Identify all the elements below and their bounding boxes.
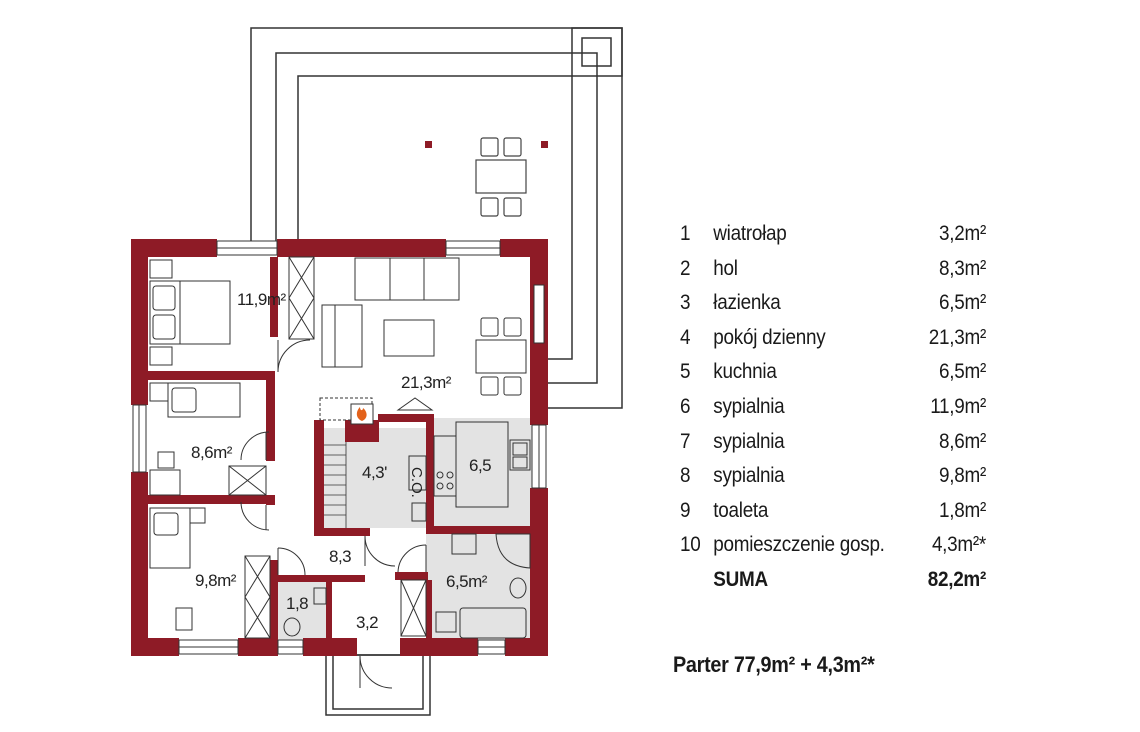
room-label-4: 21,3m² xyxy=(401,373,452,392)
legend-row: 2 hol 8,3m² xyxy=(680,257,1013,292)
room-label-8: 9,8m² xyxy=(195,571,237,590)
legend-name: kuchnia xyxy=(713,360,777,384)
legend-area: 6,5m² xyxy=(939,291,986,315)
legend-row: 10 pomieszczenie gosp. 4,3m²* xyxy=(680,533,1013,568)
legend-name: pokój dzienny xyxy=(713,325,826,349)
legend-area: 8,6m² xyxy=(939,429,986,453)
legend-name: hol xyxy=(713,256,738,280)
legend-row: 6 sypialnia 11,9m² xyxy=(680,395,1013,430)
terrace-post xyxy=(425,141,432,148)
legend-num: 1 xyxy=(680,222,691,245)
legend-row: 7 sypialnia 8,6m² xyxy=(680,430,1013,465)
legend-sum-row: SUMA 82,2m² xyxy=(680,568,1013,603)
legend-name: sypialnia xyxy=(713,394,785,418)
terrace xyxy=(250,27,623,409)
room-label-6: 11,9m² xyxy=(237,290,286,309)
legend-num: 4 xyxy=(680,325,691,349)
legend-row: 4 pokój dzienny 21,3m² xyxy=(680,326,1013,361)
interior-walls xyxy=(148,257,530,640)
terrace-post xyxy=(541,141,548,148)
legend-name: pomieszczenie gosp. xyxy=(713,533,885,557)
legend-name: wiatrołap xyxy=(713,222,787,245)
legend-area: 3,2m² xyxy=(939,222,986,245)
porch xyxy=(325,654,431,716)
legend-area: 21,3m² xyxy=(928,325,986,349)
legend-row: 1 wiatrołap 3,2m² xyxy=(680,222,1013,257)
legend-num: 9 xyxy=(680,498,691,522)
legend-num: 5 xyxy=(680,360,691,384)
legend-area: 6,5m² xyxy=(939,360,986,384)
windows xyxy=(132,240,547,655)
legend-num: 2 xyxy=(680,256,691,280)
furniture xyxy=(149,257,531,639)
legend-num: 8 xyxy=(680,464,691,488)
legend-sum-area: 82,2m² xyxy=(927,567,987,591)
room-label-7: 8,6m² xyxy=(191,443,233,462)
legend-name: sypialnia xyxy=(713,429,785,453)
room-label-9: 1,8 xyxy=(286,594,308,613)
legend-area: 8,3m² xyxy=(939,256,986,280)
room-legend: 1 wiatrołap 3,2m² 2 hol 8,3m² 3 łazienka 6,5m²… xyxy=(680,222,1050,603)
legend-area: 1,8m² xyxy=(939,498,986,522)
legend-row: 3 łazienka 6,5m² xyxy=(680,291,1013,326)
room-label-10: 4,3' xyxy=(362,463,387,482)
room-label-1: 3,2 xyxy=(356,613,378,632)
room-label-5: 6,5 xyxy=(469,456,491,475)
legend-area: 9,8m² xyxy=(939,464,986,488)
co-label: C.O. xyxy=(408,467,425,498)
legend-area: 11,9m² xyxy=(930,394,986,418)
fireplace-icon xyxy=(350,403,374,425)
grey-rooms xyxy=(275,418,534,640)
room-label-2: 8,3 xyxy=(329,547,351,566)
legend-row: 9 toaleta 1,8m² xyxy=(680,499,1013,534)
legend-row: 8 sypialnia 9,8m² xyxy=(680,464,1013,499)
legend-num: 10 xyxy=(680,533,701,557)
legend-row: 5 kuchnia 6,5m² xyxy=(680,360,1013,395)
terrace-furniture xyxy=(475,137,527,217)
doors xyxy=(240,339,427,689)
legend-name: łazienka xyxy=(713,291,781,315)
legend-name: sypialnia xyxy=(713,464,785,488)
legend-area: 4,3m²* xyxy=(931,533,986,557)
room-label-3: 6,5m² xyxy=(446,572,488,591)
floor-total: Parter 77,9m² + 4,3m²* xyxy=(673,652,875,677)
legend-num: 7 xyxy=(680,429,691,453)
legend-num: 3 xyxy=(680,291,691,315)
wardrobes xyxy=(228,256,427,639)
legend-sum-label: SUMA xyxy=(713,567,768,591)
legend-num: 6 xyxy=(680,394,691,418)
exterior-walls xyxy=(131,239,548,656)
legend-name: toaleta xyxy=(713,498,769,522)
